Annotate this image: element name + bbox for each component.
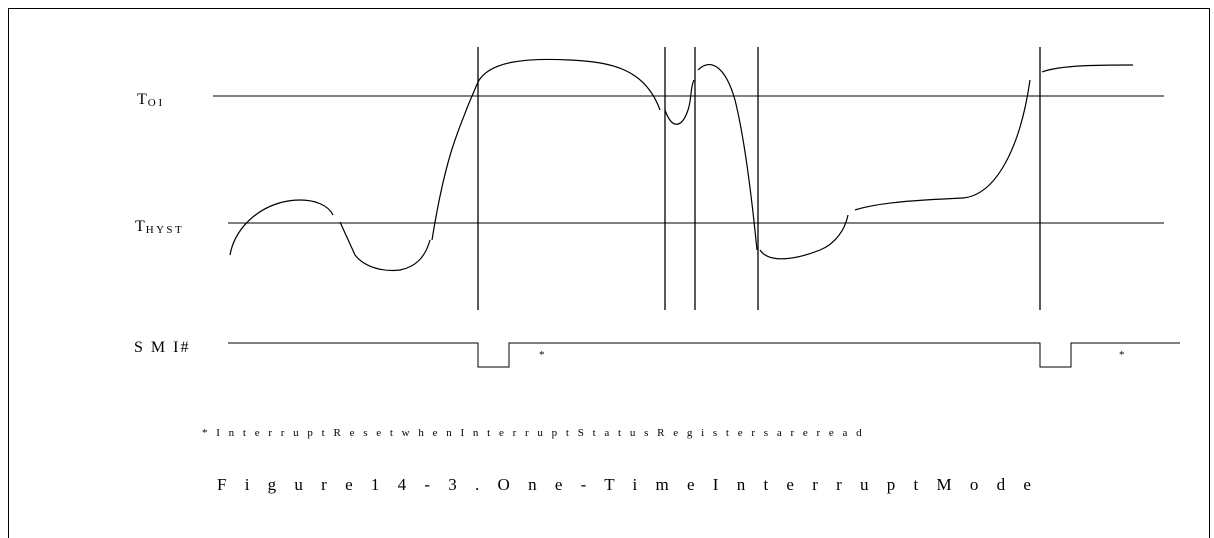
asterisk-marker-2: * <box>1119 349 1125 361</box>
footnote: * I n t e r r u p t R e s e t w h e n I … <box>202 427 865 439</box>
figure-caption: F i g u r e 1 4 - 3 . O n e - T i m e I … <box>217 475 1038 494</box>
asterisk-marker-1: * <box>539 349 545 361</box>
toi-label: TO I <box>137 91 162 109</box>
event-markers <box>477 47 1041 310</box>
smi-label: S M I# <box>134 339 190 356</box>
thyst-label: TH Y S T <box>135 218 182 236</box>
smi-waveform <box>228 342 1180 368</box>
diagram-frame <box>8 8 1210 538</box>
temperature-curve <box>229 58 1134 272</box>
